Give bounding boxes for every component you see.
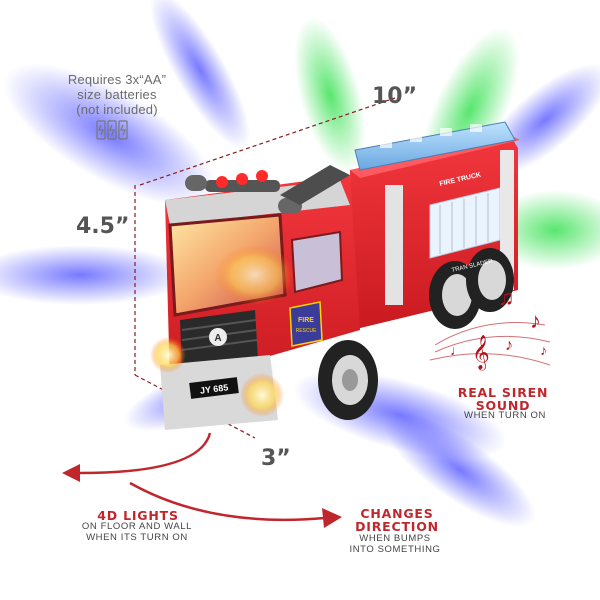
svg-text:♪: ♪ [505,337,513,354]
direction-feature-title: CHANGES DIRECTION [342,507,452,533]
siren-feature-subtitle: WHEN TURN ON [464,410,546,421]
direction-title-line2: DIRECTION [355,519,439,534]
direction-subtitle-line2: INTO SOMETHING [349,544,441,555]
direction-title-line1: CHANGES [360,506,434,521]
battery-icon [96,120,128,140]
svg-text:♩: ♩ [450,342,464,358]
siren-feature-title: REAL SIREN SOUND [448,386,558,412]
battery-note-line2: size batteries [77,87,157,102]
curved-arrow-left [62,432,212,482]
dimension-guides [134,97,396,439]
lights-feature-title: 4D LIGHTS [97,508,179,523]
tank-details [380,124,482,148]
fire-truck [150,121,520,430]
svg-text:𝄞: 𝄞 [472,335,490,371]
svg-text:♪: ♪ [530,308,541,333]
siren-title-line1: REAL SIREN [457,385,549,400]
siren-title-line2: SOUND [475,398,531,413]
lights-subtitle-line2: WHEN ITS TURN ON [86,532,188,543]
music-notes-icon: ♫ ♪ 𝄞 ♪ ♩ ♪ [429,285,551,371]
svg-text:♪: ♪ [540,342,547,358]
battery-note-line3: (not included) [76,102,158,117]
lights-feature-subtitle: ON FLOOR AND WALL WHEN ITS TURN ON [62,521,212,543]
battery-note-line1: Requires 3x“AA” [67,72,167,87]
direction-feature-subtitle: WHEN BUMPS INTO SOMETHING [330,533,460,555]
dimension-height: 4.5” [76,214,130,239]
curved-arrow-right [129,481,342,528]
battery-note: Requires 3x“AA” size batteries (not incl… [42,72,192,117]
svg-text:♫: ♫ [498,285,515,310]
dimension-width: 3” [261,446,291,471]
lights-subtitle-line1: ON FLOOR AND WALL [81,521,193,532]
wheels [318,248,514,420]
direction-subtitle-line1: WHEN BUMPS [359,533,431,544]
dimension-length: 10” [372,84,418,109]
